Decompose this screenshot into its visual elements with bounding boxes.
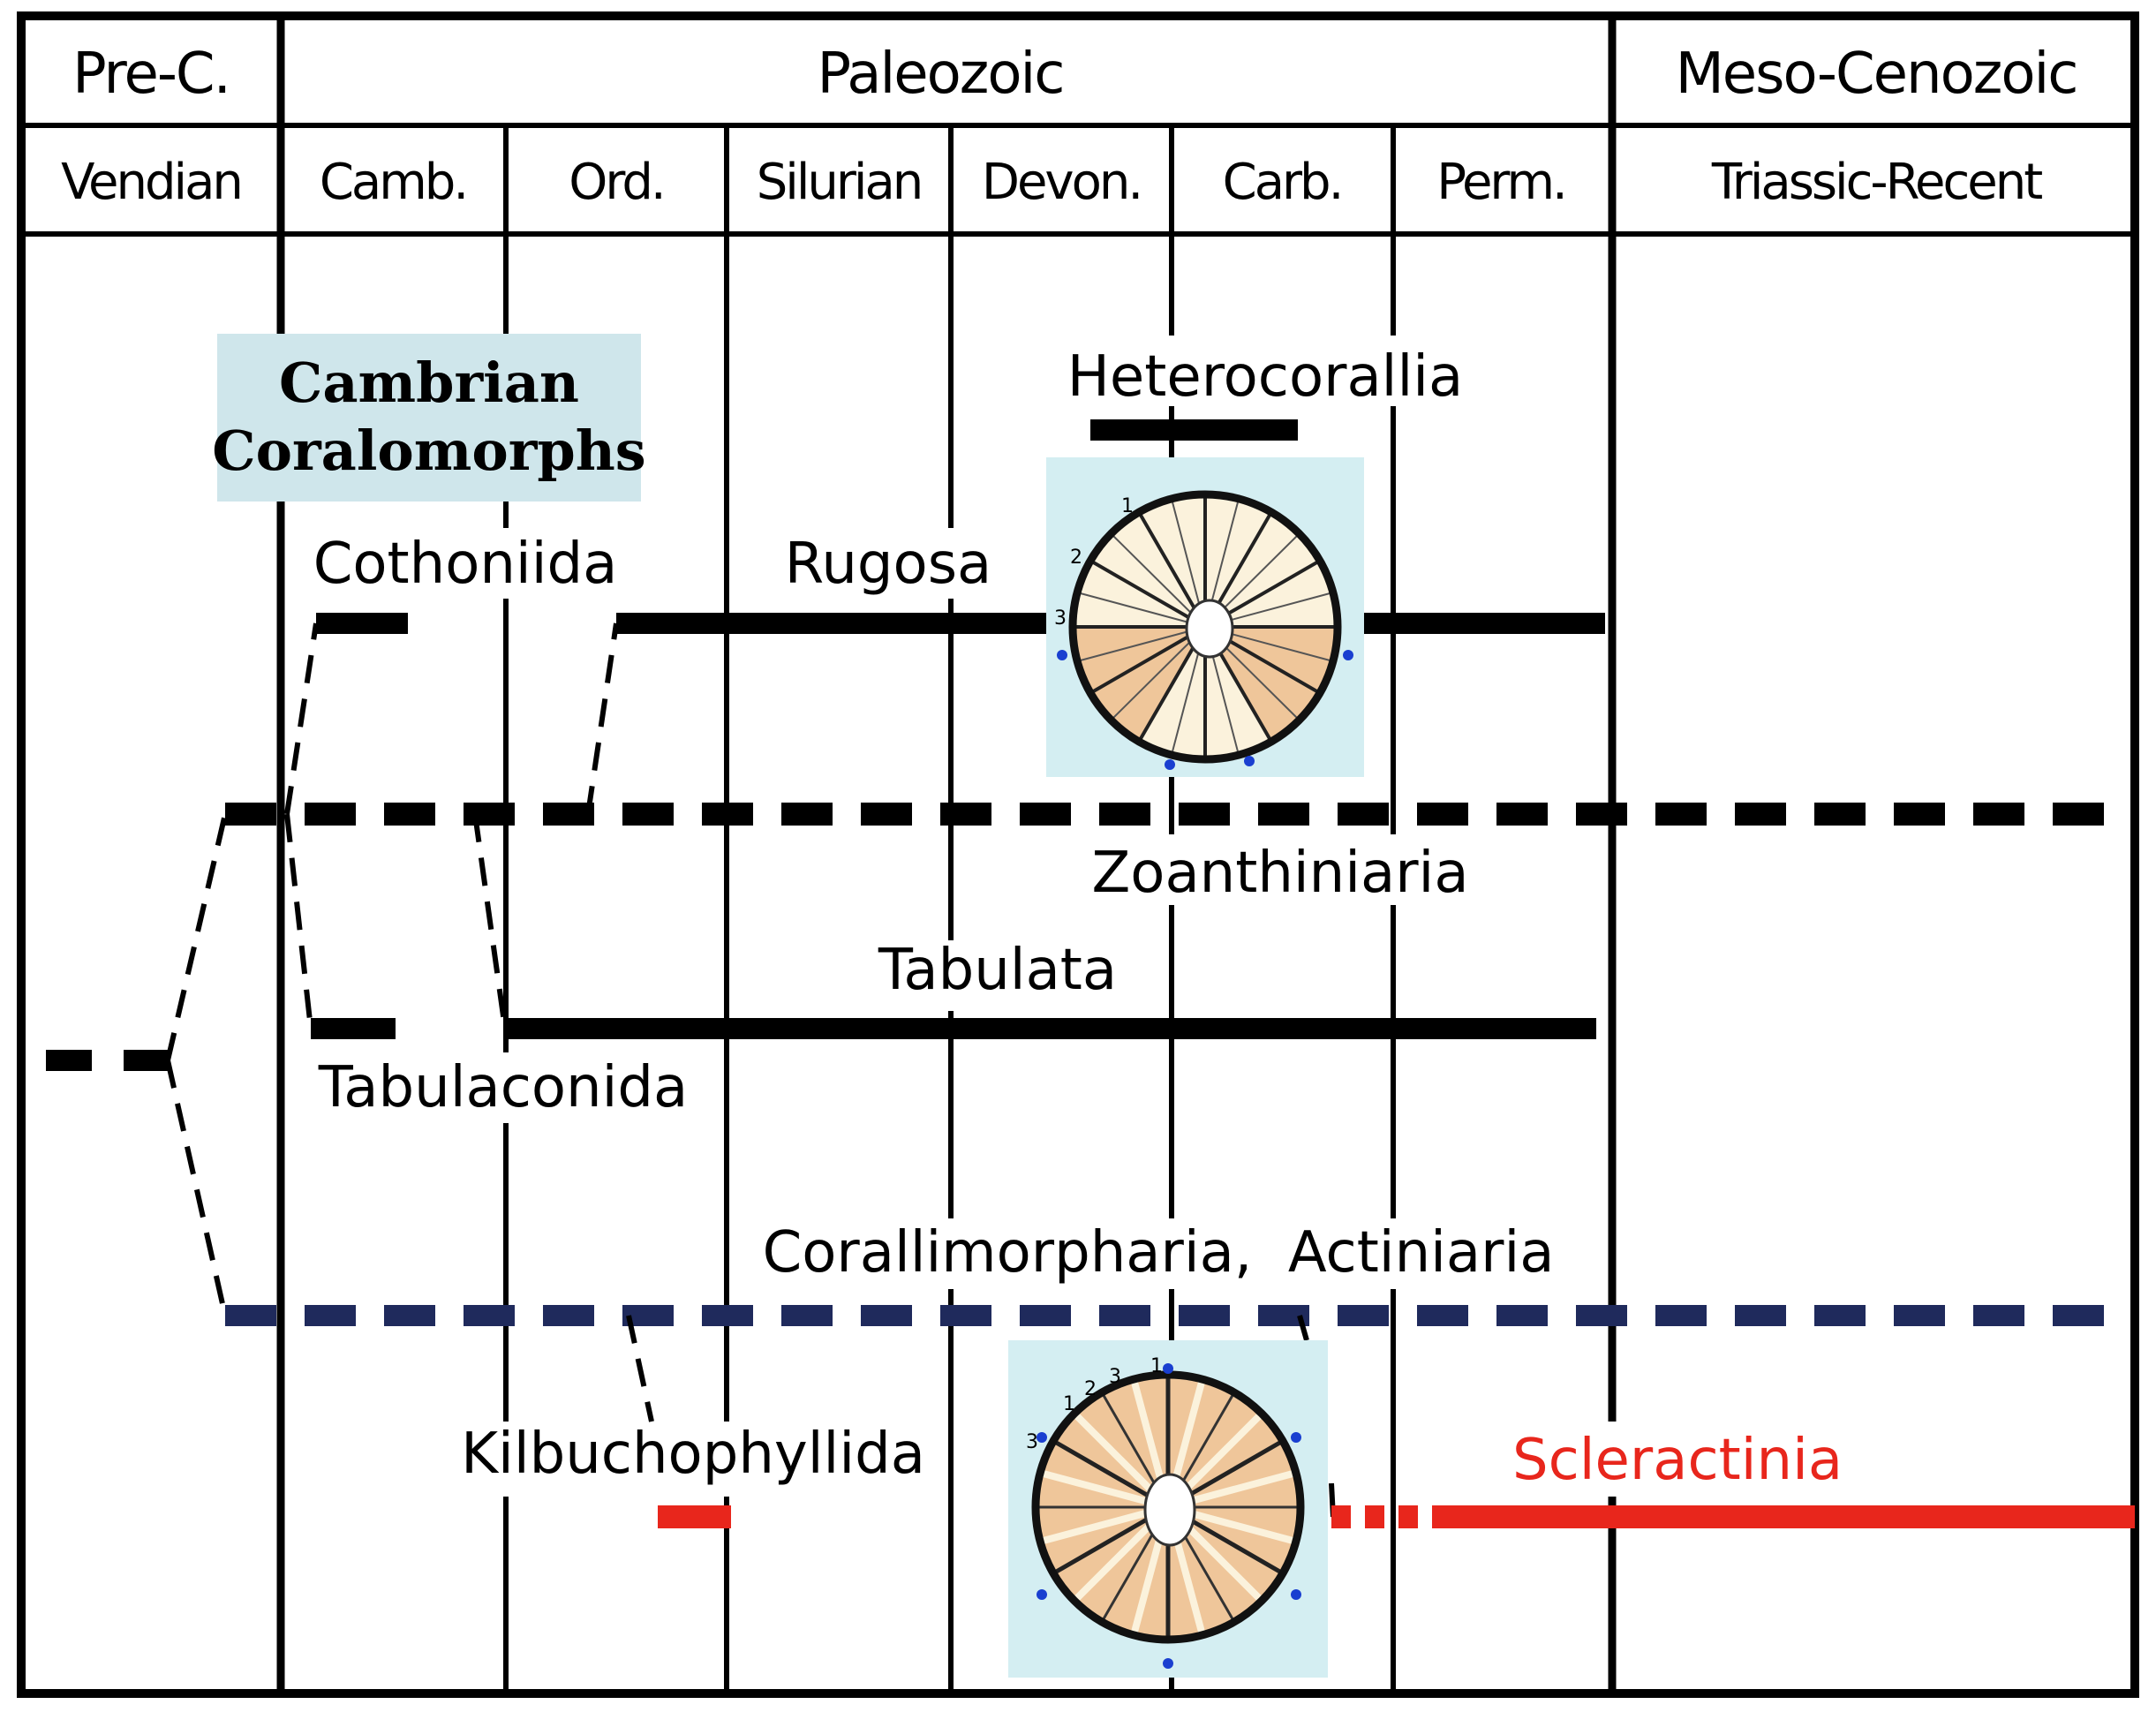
era-label-paleozoic: Paleozoic	[818, 41, 1064, 107]
svg-text:1: 1	[1150, 1355, 1163, 1377]
outer-frame	[17, 11, 2139, 1698]
rugosa-branch	[585, 622, 619, 815]
tabulata-branch	[472, 813, 508, 1029]
cothoniida-branch	[284, 622, 319, 815]
period-label-devonian: Devon.	[982, 154, 1141, 211]
label-masks	[318, 336, 1845, 1497]
era-label-pre-c: Pre-C.	[72, 41, 230, 107]
label-zoanthiniaria: Zoanthiniaria	[1091, 841, 1468, 906]
label-cothoniida: Cothoniida	[313, 532, 618, 597]
period-label-carboniferous: Carb.	[1223, 154, 1342, 211]
label-corallimorpharia-actiniaria: Corallimorpharia, Actiniaria	[763, 1220, 1555, 1286]
kilbuchophyllida-branch	[626, 1315, 654, 1422]
svg-text:3: 3	[1109, 1366, 1121, 1388]
svg-text:2: 2	[1084, 1378, 1097, 1400]
scleractinia-cross-section-figure: 1 2 3 3 1	[1008, 1340, 1328, 1678]
period-label-vendian: Vendian	[61, 154, 241, 211]
svg-text:1: 1	[1121, 495, 1134, 517]
label-scleractinia: Scleractinia	[1512, 1428, 1843, 1493]
label-rugosa: Rugosa	[785, 532, 992, 597]
label-kilbuchophyllida: Kilbuchophyllida	[461, 1422, 925, 1487]
period-header: Vendian Camb. Ord. Silurian Devon. Carb.…	[61, 154, 2045, 211]
period-label-triassic-recent: Triassic-Recent	[1711, 154, 2042, 211]
svg-text:3: 3	[1054, 607, 1067, 630]
scleractinia-stub	[1297, 1315, 1309, 1341]
tabulaconida-branch	[284, 813, 313, 1029]
period-label-silurian: Silurian	[757, 154, 922, 211]
period-label-cambrian: Camb.	[320, 154, 466, 211]
label-tabulaconida: Tabulaconida	[318, 1055, 688, 1120]
taxon-labels: Heterocorallia Cothoniida Rugosa Zoanthi…	[313, 344, 1843, 1493]
svg-text:1: 1	[1063, 1393, 1075, 1415]
era-header: Pre-C. Paleozoic Meso-Cenozoic	[72, 41, 2078, 107]
cambrian-coralomorphs-box: Cambrian Coralomorphs	[212, 334, 646, 502]
svg-text:3: 3	[1026, 1431, 1038, 1453]
label-heterocorallia: Heterocorallia	[1067, 344, 1463, 410]
root-fork-upper	[165, 813, 228, 1061]
svg-text:2: 2	[1070, 547, 1082, 569]
box-title-line1: Cambrian	[279, 351, 579, 415]
rugosa-cross-section-figure: 1 2 3	[1046, 457, 1364, 777]
phylogeny-lines	[46, 419, 2135, 1528]
box-title-line2: Coralomorphs	[212, 419, 645, 483]
period-label-permian: Perm.	[1436, 154, 1565, 211]
root-fork-lower	[165, 1060, 228, 1316]
label-tabulata: Tabulata	[878, 938, 1117, 1003]
period-label-ordovician: Ord.	[569, 154, 663, 211]
era-label-meso-cenozoic: Meso-Cenozoic	[1676, 41, 2077, 107]
